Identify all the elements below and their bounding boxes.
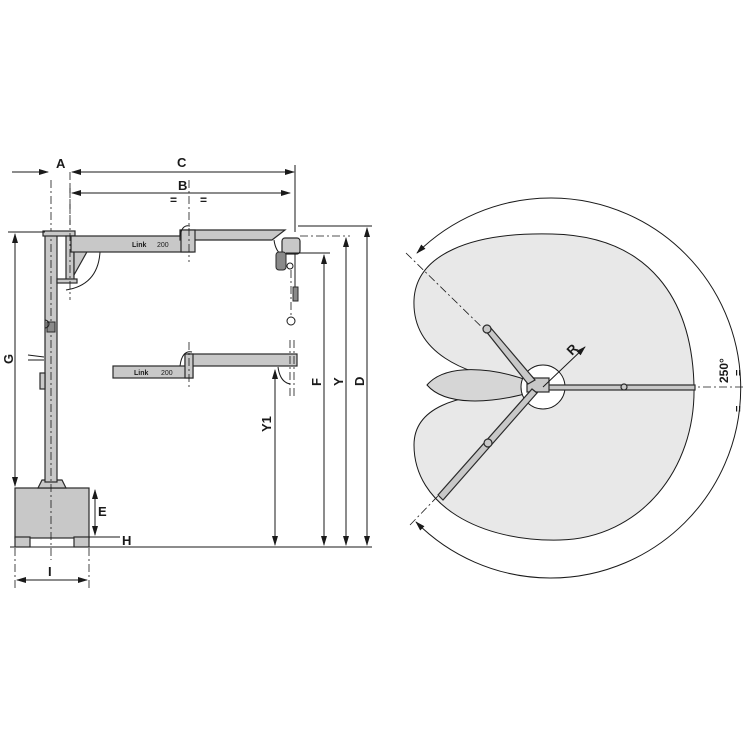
equal-mark-right: = (200, 193, 207, 207)
dim-label-h: H (122, 533, 131, 548)
upper-arm-brand: Link (132, 242, 146, 249)
dim-label-y1: Y1 (259, 416, 274, 432)
rotation-angle-label: 250° (717, 358, 731, 383)
overlap-zone (426, 369, 533, 402)
upper-arm: Link 200 (42, 180, 287, 300)
dim-label-f: F (309, 378, 324, 386)
side-view: Link 200 Link 200 (1, 155, 372, 588)
dim-label-d: D (352, 377, 367, 386)
dim-label-i: I (48, 564, 52, 579)
top-view: R 250° = = (405, 197, 745, 579)
dim-label-c: C (177, 155, 187, 170)
rotation-arc (415, 197, 742, 579)
dim-label-e: E (98, 504, 107, 519)
angle-equal-bottom: = (733, 406, 745, 412)
upper-arm-model: 200 (157, 242, 169, 249)
dim-label-a: A (56, 156, 66, 171)
pillar (27, 180, 58, 560)
dim-label-b: B (178, 178, 187, 193)
lower-arm-model: 200 (161, 370, 173, 377)
base-block (14, 479, 90, 548)
lower-arm-brand: Link (134, 370, 148, 377)
dim-label-g: G (1, 354, 16, 364)
hook-icon (286, 316, 296, 326)
cable-hook-icon (44, 319, 50, 329)
equal-mark-left: = (170, 193, 177, 207)
angle-equal-top: = (733, 370, 745, 376)
electric-hoist (273, 237, 301, 326)
lower-arm: Link 200 (112, 340, 298, 398)
dim-label-y: Y (331, 377, 346, 386)
